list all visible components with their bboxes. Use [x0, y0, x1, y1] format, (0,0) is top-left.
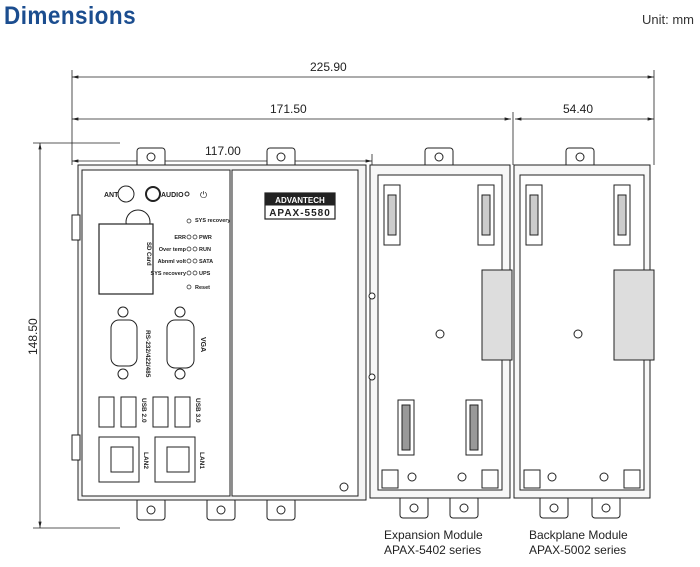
usb-port: [120, 396, 137, 428]
dim-54-label: 54.40: [563, 102, 593, 116]
led-ups: UPS: [199, 271, 211, 277]
backplane-module-name: Backplane Module: [529, 528, 628, 542]
led-over-temp: Over temp: [159, 247, 187, 253]
unit-label: Unit: mm: [642, 12, 694, 27]
reset-button-label: Reset: [195, 285, 210, 291]
front-cover: [231, 169, 359, 497]
expansion-module-name: Expansion Module: [384, 528, 483, 542]
expansion-module-series: APAX-5402 series: [384, 543, 482, 557]
controller-unit: [71, 147, 367, 521]
ant-label: ANT: [104, 192, 119, 199]
model-label: APAX-5580: [269, 208, 331, 219]
led-abnormal-volt: Abnml volt: [158, 259, 187, 265]
usb-port: [152, 396, 169, 428]
sd-card-label: SD Card: [145, 242, 151, 266]
led-sys-recovery-top: SYS recovery: [195, 218, 231, 224]
dim-total-width-label: 225.90: [310, 60, 347, 74]
expansion-module: [368, 147, 513, 519]
dim-171-label: 171.50: [270, 102, 307, 116]
page-title: Dimensions: [4, 2, 137, 30]
vga-port: [166, 319, 195, 369]
usb3-label: USB 3.0: [194, 398, 201, 423]
led-sys-recovery: SYS recovery: [151, 271, 187, 277]
led-pwr: PWR: [199, 235, 212, 241]
serial-port: [110, 319, 138, 367]
power-icon: ⏻: [200, 190, 207, 200]
dimension-lines: [33, 70, 655, 529]
audio-label: AUDIO: [161, 192, 184, 199]
lan1-label: LAN1: [198, 452, 205, 469]
dim-117-label: 117.00: [205, 144, 241, 158]
usb-port: [174, 396, 191, 428]
usb2-label: USB 2.0: [140, 398, 147, 423]
lan2-label: LAN2: [142, 452, 149, 469]
led-err: ERR: [174, 235, 186, 241]
dim-height-label: 148.50: [26, 318, 40, 355]
led-run: RUN: [199, 247, 211, 253]
sd-card-slot: [98, 223, 154, 295]
usb-port: [98, 396, 115, 428]
backplane-module-label: Backplane Module APAX-5002 series: [529, 528, 628, 558]
expansion-module-label: Expansion Module APAX-5402 series: [384, 528, 483, 558]
backplane-module-series: APAX-5002 series: [529, 543, 627, 557]
serial-label: RS-232/422/485: [144, 330, 151, 378]
backplane-module: [513, 147, 655, 519]
vga-label: VGA: [199, 337, 206, 352]
brand-logo: ADVANTECH: [275, 196, 325, 205]
led-sata: SATA: [199, 259, 213, 265]
